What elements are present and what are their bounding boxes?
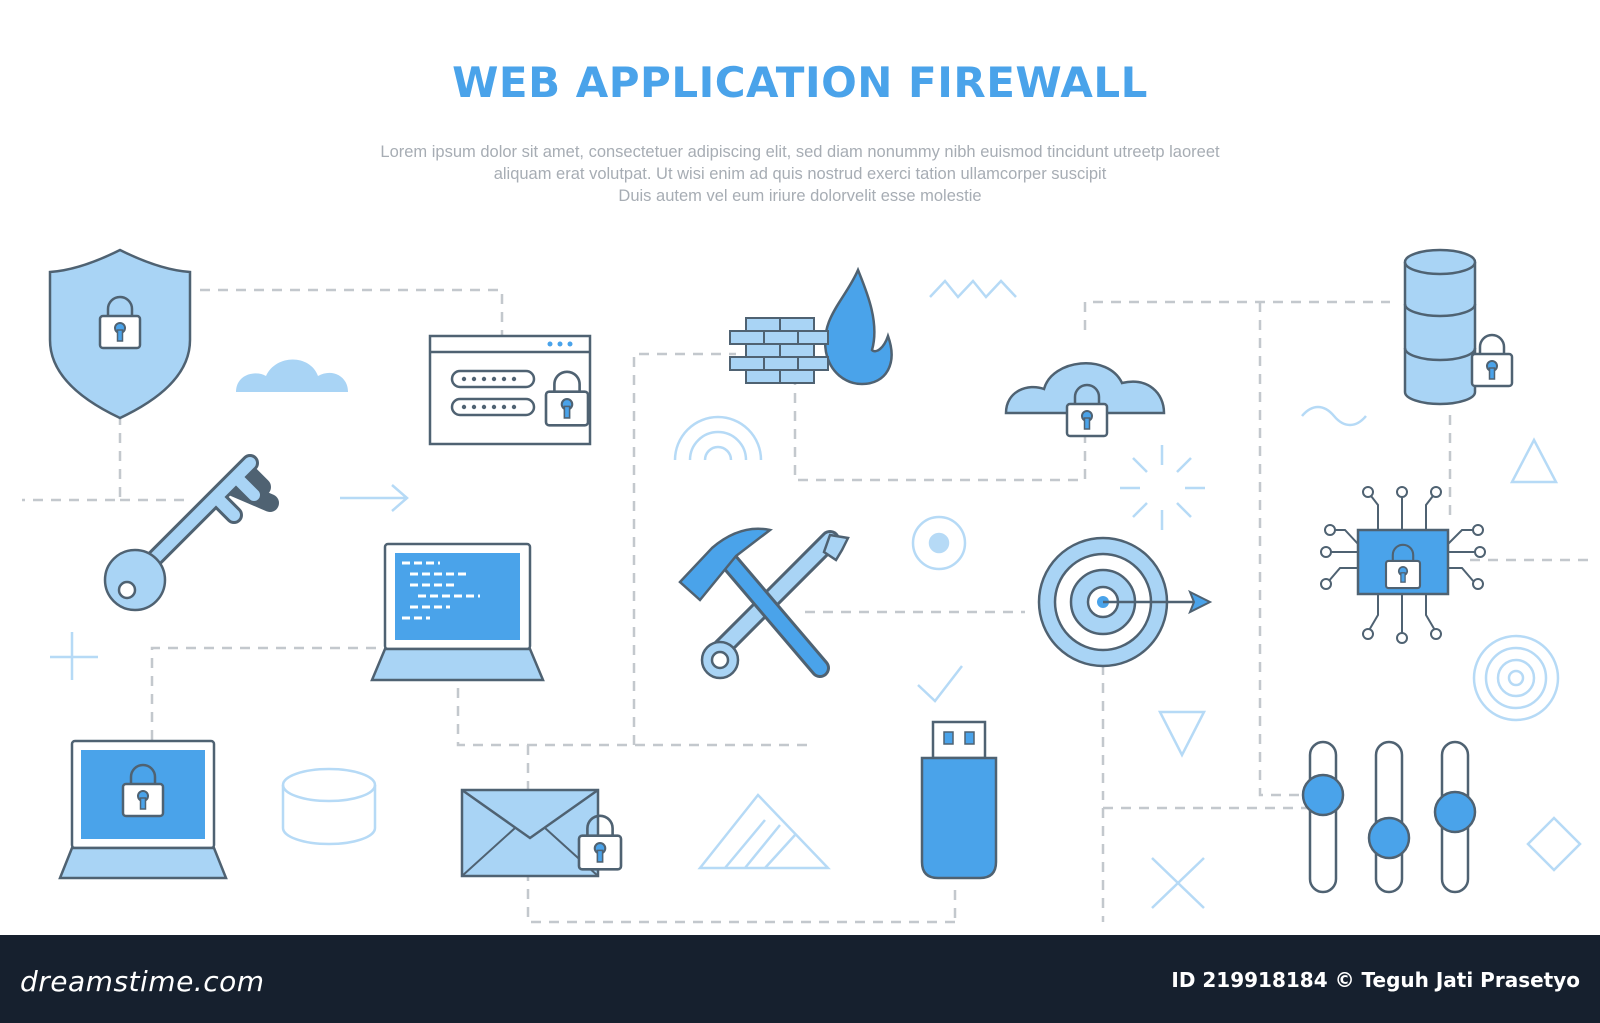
target-icon [1037, 536, 1213, 668]
description-line: Lorem ipsum dolor sit amet, consectetuer… [380, 143, 1220, 161]
brand-logo: dreamstime.com [20, 965, 265, 998]
usb-drive-icon [920, 720, 998, 880]
chip-lock-icon [1320, 486, 1486, 644]
firewall-icon [729, 266, 893, 386]
shield-lock-icon [48, 248, 192, 420]
email-lock-icon [460, 788, 623, 878]
tools-icon [678, 527, 850, 680]
key-icon [103, 454, 279, 612]
sliders-icon [1301, 740, 1477, 894]
description-line: aliquam erat volutpat. Ut wisi enim ad q… [493, 165, 1107, 183]
decorations [50, 279, 1582, 909]
footer-bar: dreamstime.com ID 219918184 © Teguh Jati… [0, 935, 1600, 1023]
page-title: WEB APPLICATION FIREWALL [452, 58, 1148, 107]
laptop-lock-icon [58, 739, 228, 880]
icon-diagram [22, 248, 1590, 925]
database-lock-icon [1403, 248, 1514, 406]
password-form-lock-icon [428, 334, 592, 446]
infographic: WEB APPLICATION FIREWALL Lorem ipsum dol… [0, 58, 1600, 925]
image-credit: ID 219918184 © Teguh Jati Prasetyo [1171, 968, 1580, 992]
cloud-lock-icon [1004, 362, 1166, 438]
description-line: Duis autem vel eum iriure dolorvelit ess… [618, 187, 982, 205]
laptop-code-icon [370, 542, 545, 682]
description: Lorem ipsum dolor sit amet, consectetuer… [0, 141, 1600, 207]
